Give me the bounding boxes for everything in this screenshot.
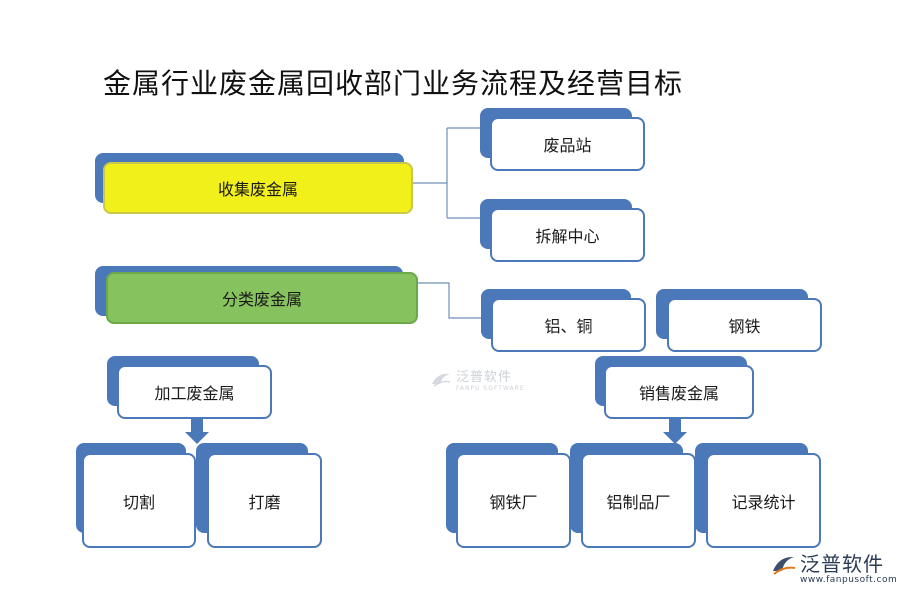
watermark: 泛普软件 FANPU SOFTWARE [430, 366, 525, 392]
page-title: 金属行业废金属回收部门业务流程及经营目标 [103, 67, 684, 100]
node-steel-iron-label: 钢铁 [728, 317, 761, 336]
connector-collect [412, 127, 484, 219]
connector-sort [418, 282, 484, 319]
watermark-text: 泛普软件 [456, 370, 513, 385]
node-collect-label: 收集废金属 [217, 180, 298, 199]
node-dismantle-center-label: 拆解中心 [535, 227, 600, 246]
node-aluminum-copper-label: 铝、铜 [544, 317, 593, 336]
node-sell-label: 销售废金属 [638, 384, 719, 403]
brand-name: 泛普软件 [800, 552, 884, 576]
node-records-label: 记录统计 [731, 492, 796, 512]
node-sort-label: 分类废金属 [221, 290, 302, 309]
node-process-label: 加工废金属 [154, 384, 235, 403]
node-scrap-station-label: 废品站 [543, 136, 592, 155]
arrow-down-process [185, 419, 209, 444]
fanpu-logo-icon [432, 373, 451, 387]
brand-logo: 泛普软件 www.fanpusoft.com [770, 553, 897, 585]
node-steel-plant-label: 钢铁厂 [489, 492, 538, 512]
node-aluminum-plant-label: 铝制品厂 [606, 492, 671, 512]
brand-url: www.fanpusoft.com [800, 575, 898, 585]
watermark-sub: FANPU SOFTWARE [456, 385, 525, 392]
fanpu-logo-icon [773, 556, 796, 575]
node-polish-label: 打磨 [248, 492, 281, 512]
arrow-down-sell [663, 419, 687, 444]
node-cut-label: 切割 [122, 492, 155, 512]
